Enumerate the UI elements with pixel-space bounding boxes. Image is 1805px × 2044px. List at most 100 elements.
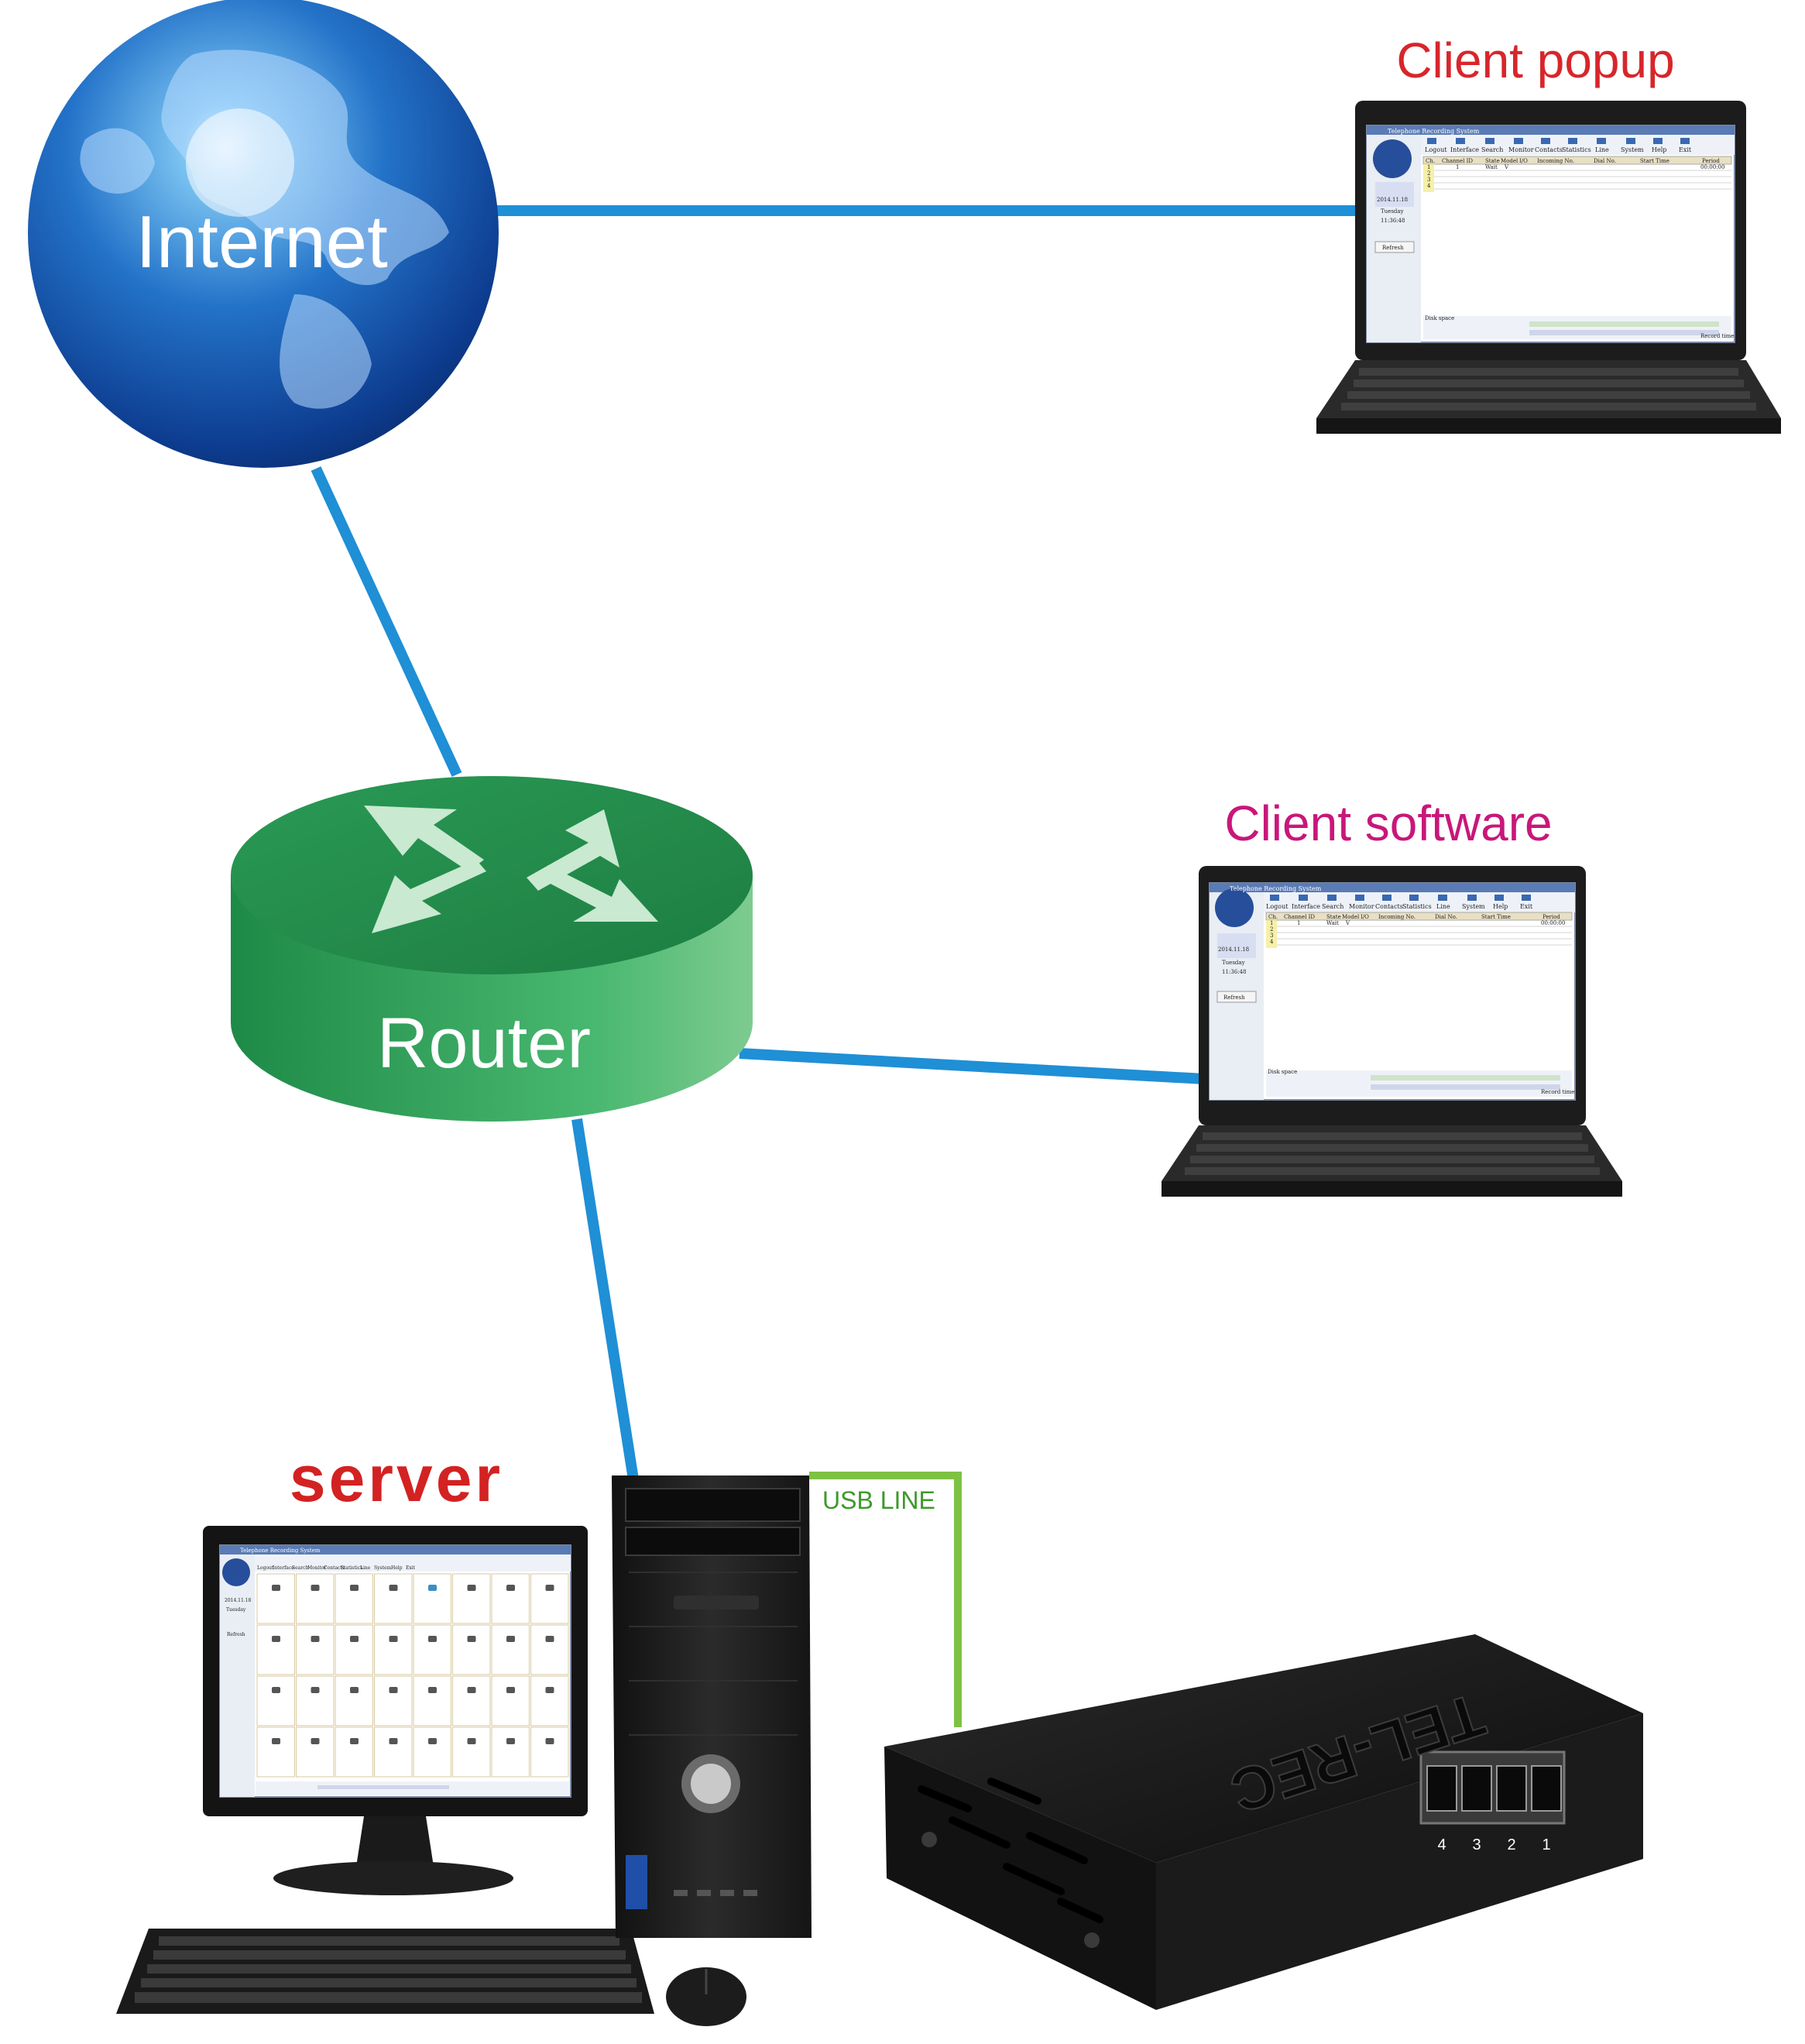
channel-cell — [413, 1726, 451, 1778]
svg-text:Telephone Recording System: Telephone Recording System — [1388, 128, 1480, 135]
column-ch: Ch. — [1268, 914, 1278, 920]
port-number-1: 1 — [1542, 1836, 1550, 1853]
port-number-4: 4 — [1437, 1836, 1446, 1853]
toolbar-help: Help — [1493, 903, 1508, 910]
row-1-model: V — [1504, 164, 1509, 170]
phone-icon — [506, 1738, 515, 1744]
toolbar-contacts: Contacts — [1535, 146, 1563, 153]
row-number-3: 3 — [1427, 177, 1430, 183]
phone-icon — [545, 1687, 554, 1693]
screen-record-time: Record time — [1541, 1089, 1574, 1095]
row-number-1: 1 — [1427, 164, 1430, 170]
column-period: Period — [1542, 914, 1560, 920]
channel-cell — [530, 1624, 569, 1675]
channel-cell — [296, 1573, 335, 1624]
channel-cell — [256, 1624, 295, 1675]
channel-cell — [530, 1675, 569, 1726]
toolbar-line: Line — [1436, 903, 1450, 910]
phone-icon — [467, 1585, 476, 1591]
channel-cell — [296, 1726, 335, 1778]
channel-cell — [491, 1624, 530, 1675]
channel-cell — [374, 1675, 413, 1726]
screen-disk-space: Disk space — [1268, 1069, 1297, 1075]
channel-cell — [335, 1573, 373, 1624]
line-router-client-software — [739, 1048, 1205, 1084]
recorder-box-icon — [884, 1634, 1643, 2010]
usb-line — [809, 1472, 962, 1727]
phone-icon — [272, 1636, 280, 1642]
channel-cell — [374, 1624, 413, 1675]
toolbar-search: Search — [1322, 903, 1343, 910]
channel-cell — [413, 1675, 451, 1726]
screen-time: 11:36:48 — [1381, 218, 1405, 224]
toolbar-monitor: Monitor — [307, 1565, 327, 1571]
channel-cell — [491, 1573, 530, 1624]
channel-cell — [452, 1624, 491, 1675]
toolbar-search: Search — [292, 1565, 308, 1571]
laptop-icon — [1316, 101, 1781, 434]
phone-icon — [389, 1636, 398, 1642]
toolbar-exit: Exit — [1520, 903, 1533, 910]
svg-text:Telephone Recording System: Telephone Recording System — [240, 1548, 321, 1554]
column-io: I/O — [1519, 158, 1528, 164]
port-number-2: 2 — [1507, 1836, 1515, 1853]
toolbar-interface: Interface — [1450, 146, 1479, 153]
screen-weekday: Tuesday — [1381, 208, 1404, 215]
screen-refresh: Refresh — [1382, 245, 1404, 251]
desktop-pc-icon — [116, 1475, 812, 2026]
channel-grid — [256, 1573, 569, 1778]
channel-cell — [452, 1675, 491, 1726]
client-software-label: Client software — [1224, 795, 1552, 851]
router-icon — [231, 776, 753, 1122]
column-dial-no: Dial No. — [1594, 158, 1616, 164]
phone-icon — [272, 1687, 280, 1693]
toolbar-system: System — [374, 1565, 392, 1571]
phone-icon — [272, 1738, 280, 1744]
row-1-channel-id: 1 — [1456, 164, 1459, 170]
toolbar-logout: Logout — [1266, 903, 1289, 910]
toolbar-exit: Exit — [1679, 146, 1692, 153]
column-start-time: Start Time — [1640, 158, 1669, 164]
phone-icon — [311, 1636, 320, 1642]
channel-cell — [413, 1573, 451, 1624]
toolbar-system: System — [1462, 903, 1485, 910]
channel-cell — [452, 1726, 491, 1778]
phone-icon — [428, 1636, 437, 1642]
line-router-server — [571, 1118, 639, 1481]
phone-icon — [467, 1738, 476, 1744]
row-number-3: 3 — [1270, 933, 1273, 939]
channel-cell — [530, 1573, 569, 1624]
laptop-icon — [1162, 866, 1622, 1197]
toolbar-interface: Interface — [273, 1565, 294, 1571]
screen-time: 11:36:48 — [1222, 969, 1246, 975]
channel-cell — [530, 1726, 569, 1778]
phone-icon — [350, 1738, 359, 1744]
channel-cell — [452, 1573, 491, 1624]
toolbar-exit: Exit — [406, 1565, 416, 1571]
toolbar-contacts: Contacts — [1375, 903, 1403, 910]
row-1-state: Wait — [1326, 920, 1339, 926]
port-number-3: 3 — [1472, 1836, 1481, 1853]
phone-icon — [350, 1636, 359, 1642]
toolbar-line: Line — [1595, 146, 1609, 153]
phone-icon — [506, 1687, 515, 1693]
toolbar-search: Search — [1481, 146, 1503, 153]
screen-refresh: Refresh — [227, 1632, 245, 1637]
screen-weekday: Tuesday — [226, 1607, 246, 1613]
toolbar-line: Line — [360, 1565, 371, 1571]
row-1-period: 00:00:00 — [1541, 920, 1565, 926]
channel-cell — [491, 1726, 530, 1778]
phone-icon — [428, 1738, 437, 1744]
row-number-2: 2 — [1427, 170, 1430, 177]
channel-cell — [256, 1573, 295, 1624]
row-number-4: 4 — [1427, 183, 1431, 189]
phone-icon — [428, 1687, 437, 1693]
toolbar-system: System — [1621, 146, 1644, 153]
toolbar-monitor: Monitor — [1508, 146, 1534, 153]
row-number-1: 1 — [1270, 920, 1273, 926]
channel-cell — [296, 1624, 335, 1675]
column-start-time: Start Time — [1481, 914, 1511, 920]
screen-disk-space: Disk space — [1425, 315, 1454, 321]
column-incoming-no: Incoming No. — [1378, 914, 1416, 920]
